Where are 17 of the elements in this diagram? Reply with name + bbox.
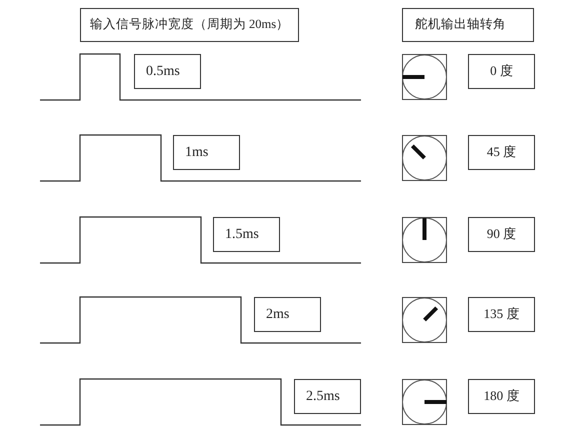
- angle-label: 45 度: [468, 135, 535, 170]
- column-heading: 舵机输出轴转角: [402, 8, 534, 42]
- servo-dial-icon: [402, 217, 447, 263]
- angle-label: 135 度: [468, 297, 535, 332]
- servo-dial-icon: [402, 54, 447, 100]
- pulse-width-label: 2.5ms: [294, 379, 361, 414]
- servo-dial-icon: [402, 297, 447, 343]
- pulse-width-label: 0.5ms: [134, 54, 201, 89]
- servo-dial-icon: [402, 379, 447, 425]
- angle-label: 90 度: [468, 217, 535, 252]
- pulse-width-label: 1.5ms: [213, 217, 280, 252]
- column-heading: 输入信号脉冲宽度（周期为 20ms）: [80, 8, 299, 42]
- pulse-width-label: 2ms: [254, 297, 321, 332]
- angle-label: 0 度: [468, 54, 535, 89]
- angle-label: 180 度: [468, 379, 535, 414]
- pulse-width-label: 1ms: [173, 135, 240, 170]
- servo-dial-icon: [402, 135, 447, 181]
